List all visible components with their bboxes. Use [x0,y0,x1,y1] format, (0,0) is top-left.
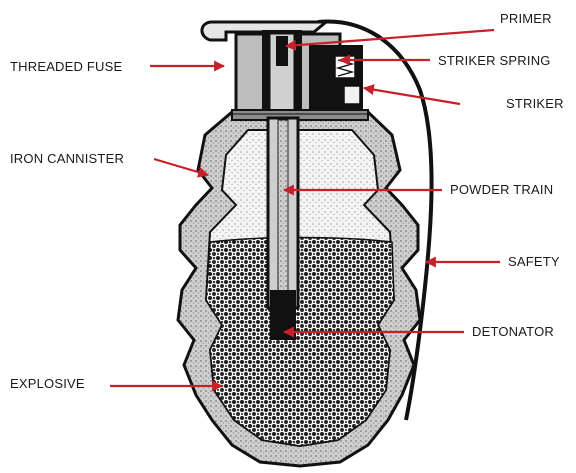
label-threaded-fuse: THREADED FUSE [10,59,122,74]
label-iron-cannister: IRON CANNISTER [10,151,124,166]
striker-block [344,86,360,104]
label-striker: STRIKER [506,96,564,111]
explosive-fill [206,238,394,447]
label-detonator: DETONATOR [472,324,554,339]
label-powder-train: POWDER TRAIN [450,182,553,197]
label-primer: PRIMER [500,11,552,26]
threaded-collar [232,110,368,120]
label-explosive: EXPLOSIVE [10,376,85,391]
label-striker-spring: STRIKER SPRING [438,53,551,68]
label-safety: SAFETY [508,254,560,269]
